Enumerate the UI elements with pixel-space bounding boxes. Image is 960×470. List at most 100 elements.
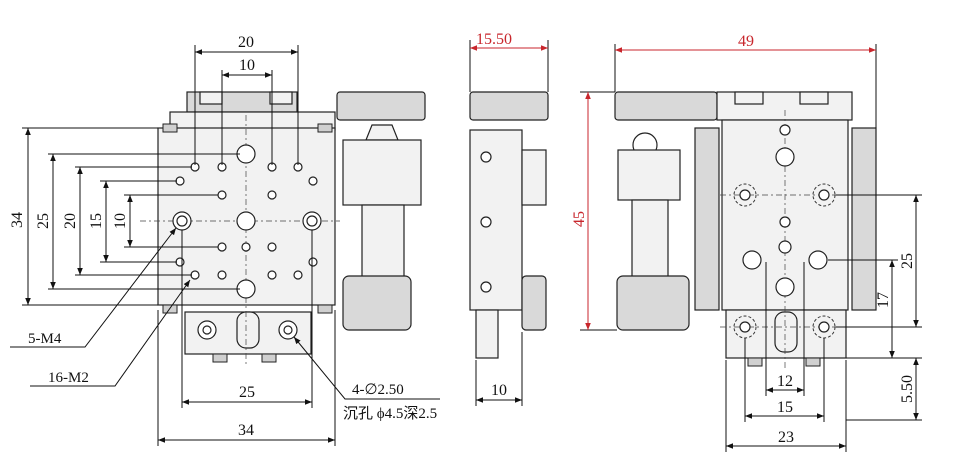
dim-label-25-bottom: 25 [239,384,255,401]
side-top-bracket [469,91,549,121]
m4-hole [236,211,256,231]
dim-label-15.50: 15.50 [476,31,512,48]
side-thimble [521,275,547,331]
front-bottom-dims: 25 34 [157,230,336,446]
m2-hole [217,242,227,252]
leader-through-hole [293,336,440,400]
m4-hole-inner [176,215,188,227]
dim-label-49: 49 [738,33,754,50]
dim-label-23: 23 [778,429,794,446]
side-view: 15.50 10 [469,31,549,406]
right-small-hole [778,240,792,254]
callout-through-hole: 4-∅2.50 [352,382,404,398]
front-top-dims: 20 10 [194,34,299,165]
bottom-slot [236,311,260,349]
right-bottom-slot [774,311,798,353]
right-bottom-dims: 12 15 23 [725,262,847,452]
m2-hole-group [175,162,318,280]
side-plate [469,129,523,311]
right-micrometer-sleeve [631,199,669,279]
micrometer-body [342,139,422,206]
side-bottom-block [475,309,499,359]
right-bottom-screw [747,357,763,367]
right-m4-hole [775,277,795,297]
m2-hole [308,257,318,267]
dim-label-34-bottom: 34 [238,422,254,439]
front-callouts: 5-M4 16-M2 4-∅2.50 沉孔 ϕ4.5深2.5 [10,227,440,422]
side-hole [480,151,492,163]
hidden-hole [733,183,757,207]
right-hole [739,189,751,201]
right-m4-hole [775,147,795,167]
front-left-dims: 34 25 20 15 10 [9,127,240,306]
micrometer-tip [365,124,399,141]
side-hole [480,281,492,293]
dim-label-45: 45 [571,211,588,227]
dim-label-15-left: 15 [88,213,105,229]
micrometer-sleeve [361,204,405,281]
front-view [140,91,426,365]
dim-label-25-right: 25 [899,253,916,269]
side-micrometer-body [521,149,547,206]
dim-label-20-left: 20 [62,213,79,229]
bracket-slot [199,91,223,105]
m2-hole [267,190,277,200]
m2-hole [308,176,318,186]
dim-label-10: 10 [239,57,255,74]
m2-hole [217,190,227,200]
micrometer-thimble [342,275,412,331]
counterbore-hole-inner [283,325,293,335]
dim-label-20: 20 [238,34,254,51]
dim-label-10-left: 10 [112,213,129,229]
dim-label-34: 34 [9,212,26,228]
dim-label-17: 17 [875,292,892,308]
right-micrometer-bracket [614,91,718,121]
leader-m4 [10,227,177,348]
callout-m2: 16-M2 [48,370,89,386]
right-micrometer-body [617,149,681,201]
m4-hole-inner [306,215,318,227]
corner-screw [317,304,333,314]
right-view [614,91,877,370]
m2-hole [175,176,185,186]
corner-screw [317,123,333,133]
leader-m2 [30,279,191,387]
hidden-hole [812,183,836,207]
m2-hole [267,242,277,252]
right-small-hole [779,216,791,228]
counterbore-hole-inner [202,325,212,335]
right-side-dims: 25 17 5.50 [828,194,922,421]
right-m4-hole [742,250,762,270]
micrometer-head-bracket [336,91,426,121]
m2-hole [217,270,227,280]
right-hole [818,189,830,201]
corner-screw [162,123,178,133]
dim-label-12: 12 [777,373,793,390]
callout-m4: 5-M4 [28,331,62,347]
dim-label-25: 25 [35,213,52,229]
bottom-screw [212,353,228,363]
right-bottom-screw [805,357,821,367]
right-small-hole [779,124,791,136]
right-side-rail [851,127,877,311]
side-hole [480,216,492,228]
right-micrometer-thimble [616,275,690,331]
right-hole [739,321,751,333]
callout-counterbore: 沉孔 ϕ4.5深2.5 [343,405,437,422]
right-bracket-slot [799,91,829,105]
dim-label-5.50: 5.50 [899,375,916,403]
right-side-rail [694,127,720,311]
right-hole [818,321,830,333]
bracket-slot [269,91,293,105]
m2-hole [241,242,251,252]
dim-label-10-side: 10 [491,382,507,399]
m2-hole [267,270,277,280]
m2-hole [175,257,185,267]
bottom-screw [261,353,277,363]
dim-label-15-right: 15 [777,399,793,416]
right-bracket-slot [734,91,764,105]
right-overall-dims: 49 45 [571,33,877,331]
right-m4-hole [808,250,828,270]
m2-hole [293,270,303,280]
